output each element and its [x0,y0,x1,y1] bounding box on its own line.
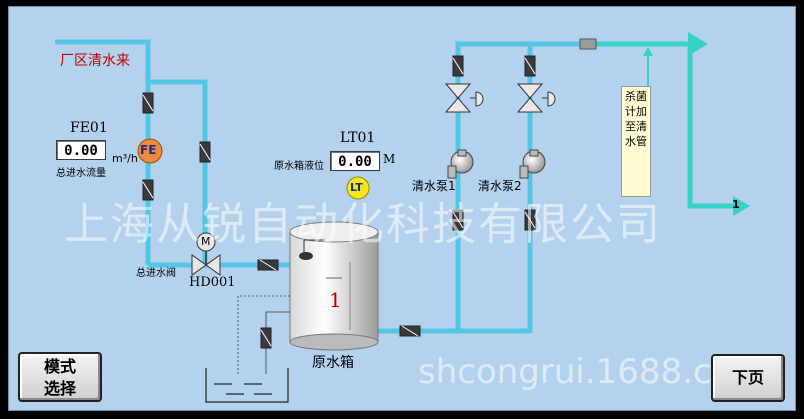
main-valve-desc: 总进水阀 [136,268,176,279]
fe-icon-label: FE [140,143,157,157]
pipe-coupling [579,38,597,50]
lt-tag: LT01 [340,130,376,146]
lt-unit: M [383,152,396,166]
outlet-arrow-top [688,32,708,56]
source-label: 厂区清水来 [60,53,130,69]
mode-select-button[interactable]: 模式选择 [18,352,102,402]
pump2-label: 清水泵2 [478,179,522,193]
pump1-icon[interactable] [447,149,474,179]
lt-value-display[interactable]: 0.00 [330,151,380,171]
tank-number: 1 [329,288,342,312]
fe-tag: FE01 [70,120,108,136]
fe-desc: 总进水流量 [56,168,106,179]
fe-flow-sensor-icon[interactable] [137,138,163,164]
tank-name: 原水箱 [312,355,354,371]
pump-pipes [378,41,580,334]
dest-label: 杀菌计加至清水管 [621,86,651,197]
inline-valves [142,55,536,337]
outlet-number: 1 [732,198,740,211]
outlet-pipe [596,41,735,209]
fe-value-display[interactable]: 0.00 [56,140,106,160]
pump1-discharge-valve[interactable] [444,83,484,113]
lt-level-sensor-icon[interactable] [346,176,370,200]
raw-water-tank-icon[interactable] [289,221,379,351]
dest-arrow-head [643,47,653,56]
outlet-arrow-bottom [733,196,750,216]
drain-valve [260,327,272,349]
main-inlet-valve-icon[interactable] [191,232,221,276]
next-page-button[interactable]: 下页 [711,354,785,402]
fe-unit: m³/h [112,152,138,165]
pump2-icon[interactable] [519,149,546,179]
lt-icon-label: LT [350,181,363,194]
process-panel [8,6,796,411]
level-float-sensor [299,239,326,260]
lt-desc: 原水箱液位 [274,161,324,172]
pump1-label: 清水泵1 [412,179,456,193]
drain-piping [237,295,290,374]
sump-pit [205,368,289,403]
motor-icon-label: M [201,235,211,248]
pump2-discharge-valve[interactable] [516,83,556,113]
main-valve-tag: HD001 [189,275,236,290]
